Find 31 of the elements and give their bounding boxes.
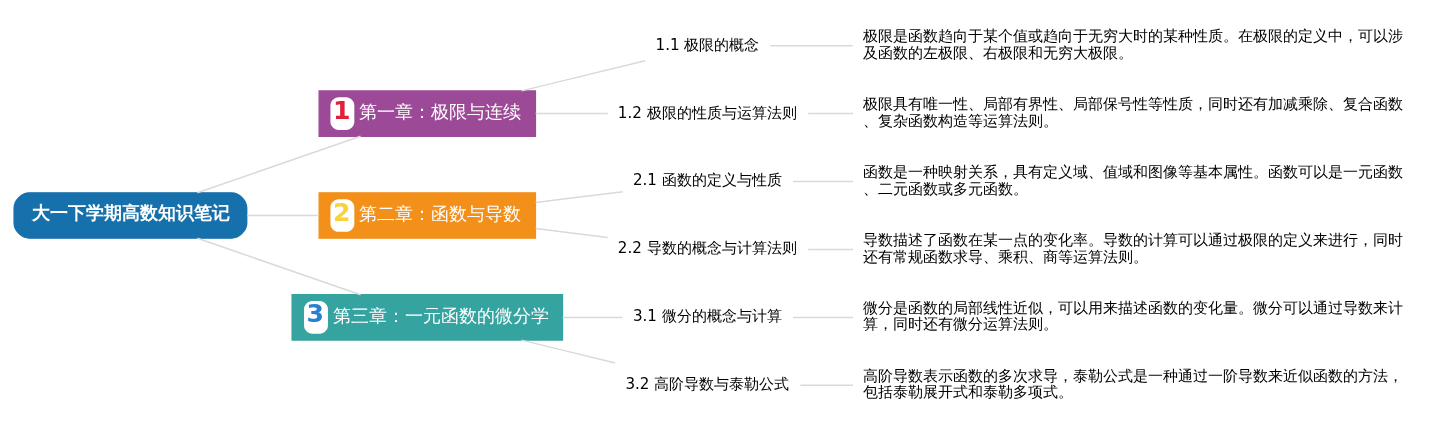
connector xyxy=(792,180,854,182)
connector xyxy=(196,237,362,295)
connector xyxy=(534,112,609,114)
node-text: 3.1 微分的概念与计算 xyxy=(632,306,782,325)
node-text: 导数描述了函数在某一点的变化率。导数的计算可以通过极限的定义来进行，同时还有常规函数求导、乘积、商等运算法则。 xyxy=(863,230,1404,266)
node-text: 极限是函数趋向于某个值或趋向于无穷大时的某种性质。在极限的定义中，可以涉及函数的左极限、右极限和无穷大极限。 xyxy=(863,26,1404,62)
connector xyxy=(769,44,854,46)
node-text: 微分是函数的局部线性近似，可以用来描述函数的变化量。微分可以通过导数来计算，同时还有微分运算法则。 xyxy=(863,298,1404,333)
connector xyxy=(246,214,320,216)
node-text: 1.2 极限的性质与运算法则 xyxy=(617,103,797,121)
connector xyxy=(520,59,646,92)
connector xyxy=(561,316,624,318)
node-box: 1 第一章：极限与连续 xyxy=(318,89,537,137)
node-box: 3 第三章：一元函数的微分学 xyxy=(291,293,564,341)
connector xyxy=(534,227,609,238)
node-text: 极限具有唯一性、局部有界性、局部保号性等性质，同时还有加减乘除、复合函数、复杂函数构造等运算法则。 xyxy=(863,94,1404,130)
node-box: 2 第二章：函数与导数 xyxy=(318,191,537,239)
connector xyxy=(807,248,854,250)
connector xyxy=(534,190,624,203)
node-text: 2.1 函数的定义与性质 xyxy=(632,170,782,189)
node-text: 高阶导数表示函数的多次求导，泰勒公式是一种通过一阶导数来近似函数的方法，包括泰勒展开式和泰勒多项式。 xyxy=(863,366,1404,401)
connector xyxy=(520,338,616,364)
node-box: 大一下学期高数知识笔记 xyxy=(13,191,248,239)
connector xyxy=(807,112,854,114)
node-text: 函数是一种映射关系，具有定义域、值域和图像等基本属性。函数可以是一元函数、二元函数或多元函数。 xyxy=(863,162,1404,198)
connector xyxy=(196,135,362,193)
node-text: 3.2 高阶导数与泰勒公式 xyxy=(625,374,790,393)
connector xyxy=(792,316,854,318)
node-text: 2.2 导数的概念与计算法则 xyxy=(617,238,797,257)
connector xyxy=(799,384,854,386)
node-text: 1.1 极限的概念 xyxy=(655,35,760,54)
